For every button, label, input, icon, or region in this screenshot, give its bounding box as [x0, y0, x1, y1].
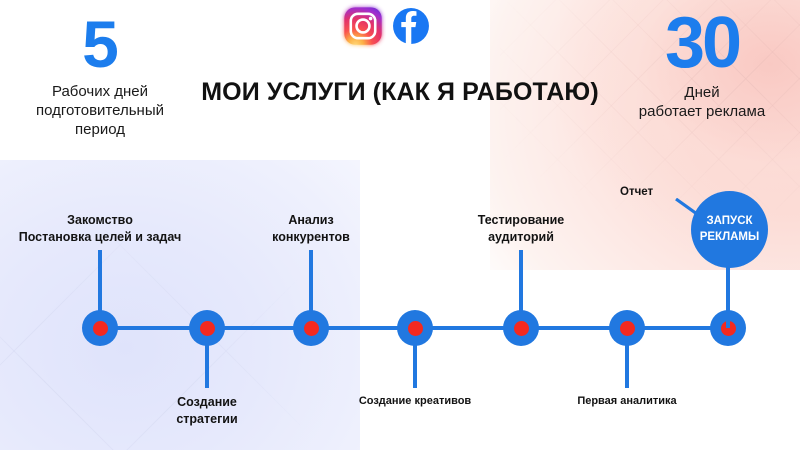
- timeline-node-label: Анализ конкурентов: [272, 213, 350, 244]
- timeline-node-label: Первая аналитика: [577, 395, 677, 407]
- stat-block-left: 5 Рабочих дней подготовительный период: [0, 7, 200, 139]
- stat-right-caption: Дней работает реклама: [638, 84, 766, 121]
- timeline-stem: [625, 328, 629, 388]
- timeline-node-core: [199, 320, 215, 336]
- timeline-node[interactable]: [609, 310, 645, 346]
- timeline-stem: [413, 328, 417, 388]
- timeline-connector: [327, 326, 399, 330]
- timeline-node[interactable]: [397, 310, 433, 346]
- timeline-stem: [98, 250, 102, 328]
- stat-left-number: 5: [82, 7, 119, 81]
- timeline-node-core: [720, 320, 736, 336]
- timeline-node[interactable]: [189, 310, 225, 346]
- timeline-connector: [537, 326, 611, 330]
- timeline-stem: [309, 250, 313, 328]
- timeline-node-core: [513, 320, 529, 336]
- timeline-stem: [205, 328, 209, 388]
- timeline-node-core: [92, 320, 108, 336]
- timeline-stem: [519, 250, 523, 328]
- timeline-connector: [116, 326, 191, 330]
- timeline-node-label: Создание стратегии: [176, 395, 238, 426]
- facebook-icon[interactable]: [388, 3, 434, 49]
- report-label: Отчет: [620, 186, 654, 198]
- timeline-connector: [643, 326, 712, 330]
- instagram-icon[interactable]: [340, 3, 386, 49]
- timeline-node-core: [303, 320, 319, 336]
- stat-block-right: 30 Дней работает реклама: [604, 3, 800, 122]
- timeline-node-label: Создание креативов: [358, 395, 472, 407]
- timeline-connector: [431, 326, 505, 330]
- stat-right-number: 30: [664, 3, 742, 83]
- page-title: МОИ УСЛУГИ (КАК Я РАБОТАЮ): [201, 78, 599, 106]
- timeline-node-label: Тестирование аудиторий: [477, 213, 565, 244]
- stat-left-caption: Рабочих дней подготовительный период: [36, 82, 164, 139]
- timeline-node[interactable]: [82, 310, 118, 346]
- timeline-node[interactable]: [293, 310, 329, 346]
- timeline-node-core: [407, 320, 423, 336]
- launch-ad-bubble[interactable]: ЗАПУСК РЕКЛАМЫ: [691, 191, 768, 268]
- timeline-node[interactable]: [503, 310, 539, 346]
- timeline-node-core: [619, 320, 635, 336]
- social-icons-row: [340, 3, 440, 51]
- timeline-connector: [223, 326, 295, 330]
- timeline-node-label: Закомство Постановка целей и задач: [18, 213, 182, 244]
- launch-stem: [726, 262, 730, 328]
